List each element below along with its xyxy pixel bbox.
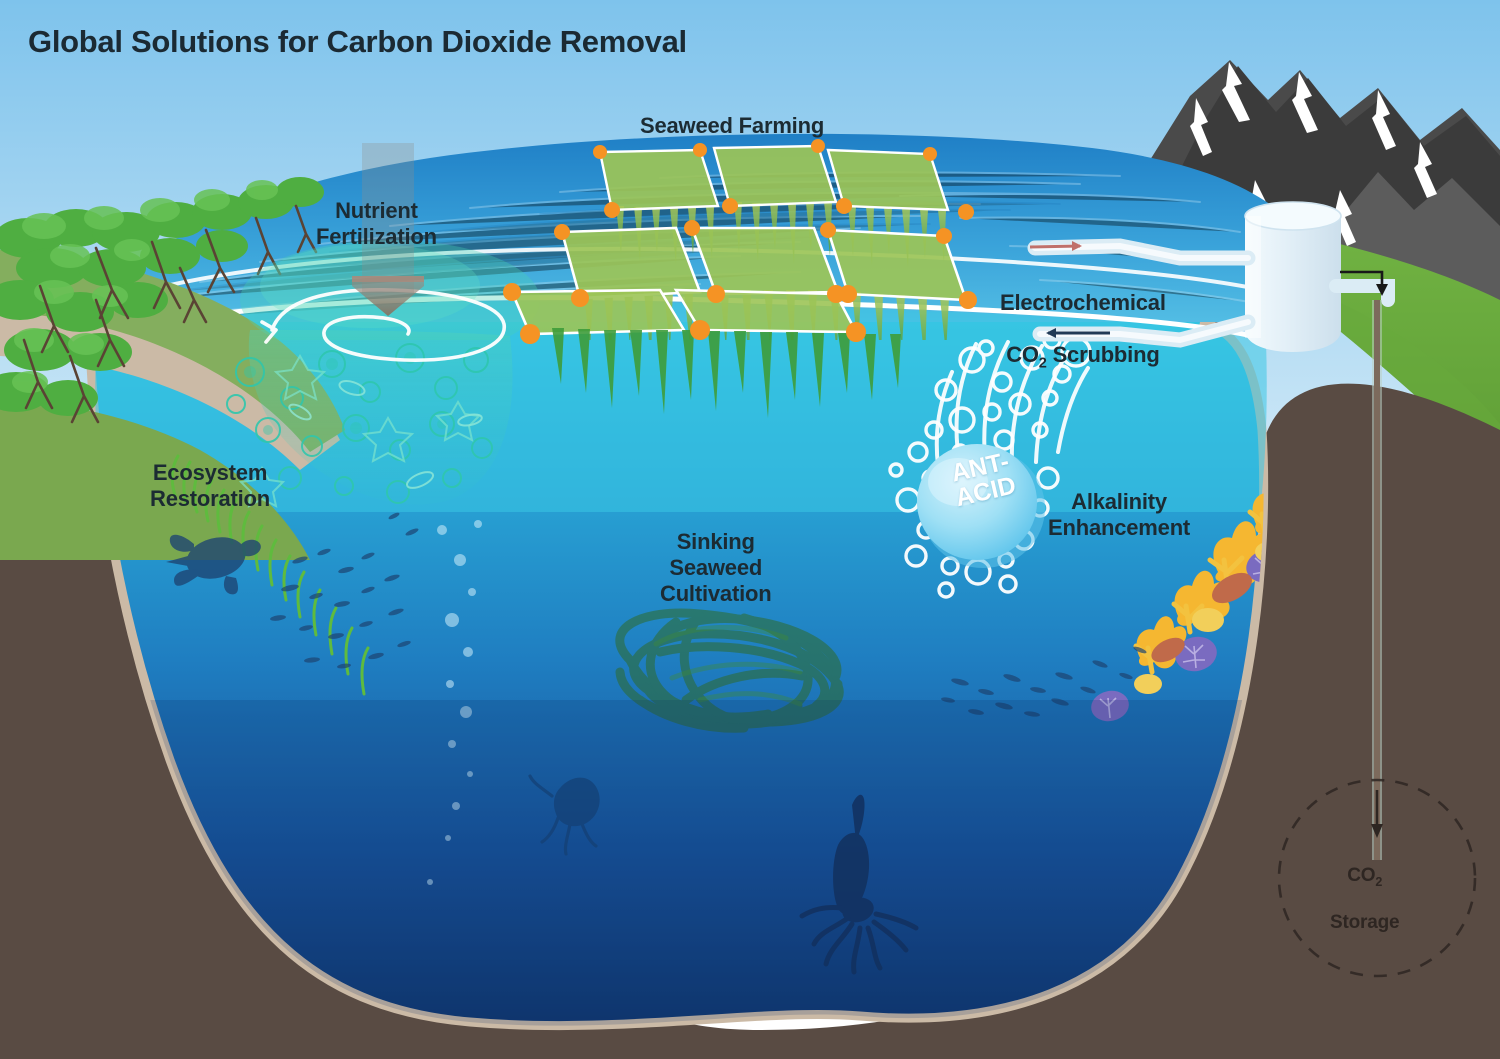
coral-reef xyxy=(1091,478,1264,722)
phytoplankton-cells xyxy=(226,343,493,508)
seaweed-farm xyxy=(510,144,968,340)
seaweed-front-blades xyxy=(552,328,901,418)
seaweed-plot xyxy=(826,228,968,340)
fish-school-icon xyxy=(270,512,1147,717)
left-arrow-icon xyxy=(1046,328,1110,338)
co2-injection-line xyxy=(1329,270,1395,860)
right-arrow-icon xyxy=(1029,241,1082,251)
deep-vignette xyxy=(90,700,1264,1026)
seaweed-plot xyxy=(826,148,950,267)
sea-turtle-icon xyxy=(166,534,261,595)
bubble-trail xyxy=(427,520,482,885)
intake-pipe xyxy=(1027,238,1256,266)
nutrient-shaft xyxy=(362,143,414,293)
outflow-pipe xyxy=(1032,314,1256,348)
sinking-seaweed-mass xyxy=(615,608,844,733)
seaweed-plot xyxy=(510,288,687,336)
phytoplankton-bloom-deep xyxy=(226,330,513,508)
down-arrow-icon xyxy=(352,276,424,316)
coastal-grassland xyxy=(1015,200,1500,470)
antacid-tablet-icon xyxy=(917,444,1045,568)
mangrove-coast xyxy=(0,177,345,560)
page-title: Global Solutions for Carbon Dioxide Remo… xyxy=(28,24,687,59)
jellyfish-icon xyxy=(528,774,600,856)
mangrove-roots xyxy=(22,204,318,424)
storage-tank-icon xyxy=(1244,201,1342,352)
squid-icon xyxy=(799,794,919,975)
down-injection-arrow-icon xyxy=(1340,270,1388,296)
dashed-circle-icon xyxy=(1277,778,1477,978)
seagrass-icon xyxy=(170,454,370,696)
buoy-markers xyxy=(503,139,977,344)
